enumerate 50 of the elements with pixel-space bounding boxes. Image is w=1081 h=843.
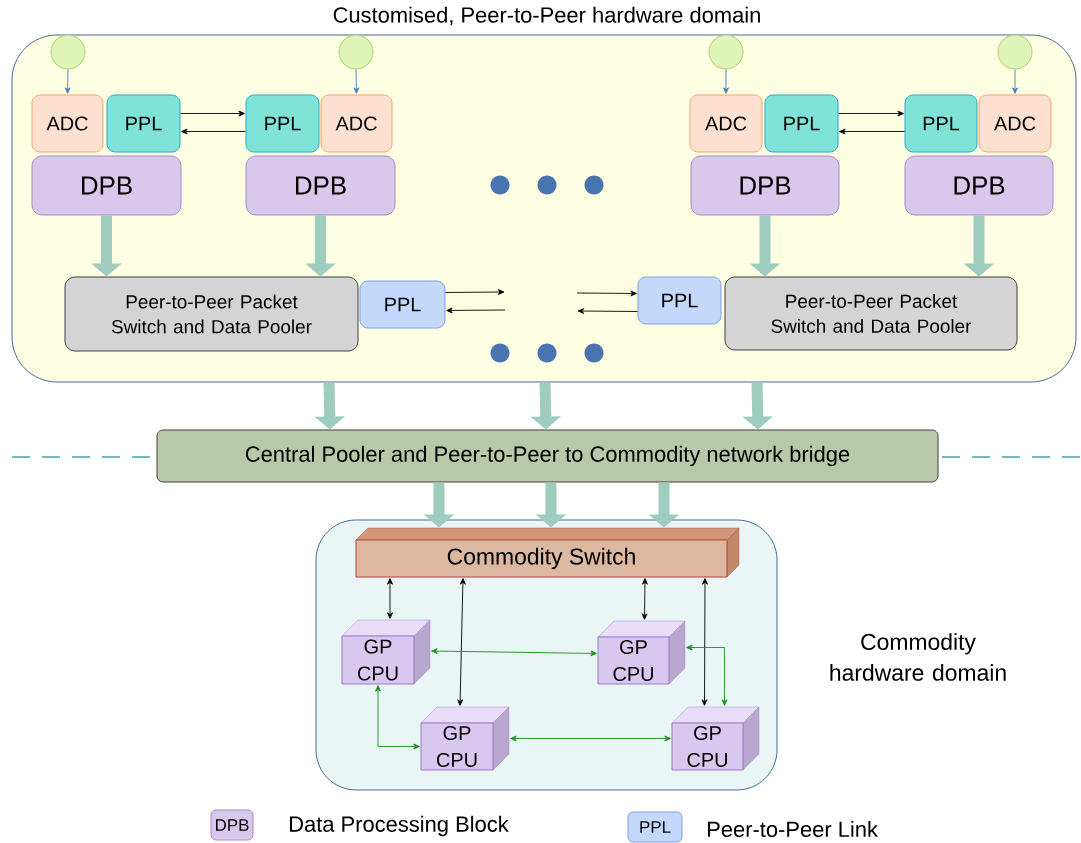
arrow [446, 307, 506, 314]
arrow [839, 128, 905, 135]
switch-bar: Commodity Switch [355, 527, 740, 578]
switch-box: Peer-to-Peer Packet Switch and Data Pooler [724, 276, 1018, 351]
arrow [353, 69, 360, 94]
converter-box: ADC [978, 94, 1052, 153]
input-circle [997, 34, 1033, 70]
arrow [577, 308, 638, 314]
converter-box: ADC [31, 94, 104, 153]
double-arrow [457, 578, 466, 706]
processing-block: DPB [904, 155, 1054, 216]
link-box: PPL [106, 94, 181, 153]
double-arrow [375, 685, 420, 750]
input-circle [708, 34, 744, 70]
arrow [64, 69, 71, 94]
cpu-cube: GP CPU [341, 619, 431, 685]
arrow [445, 289, 505, 295]
input-circle [50, 34, 86, 70]
arrow [180, 110, 245, 117]
double-arrow [510, 735, 671, 742]
legend-text: Peer-to-Peer Link [708, 820, 878, 838]
arrow [1012, 69, 1018, 94]
switch-box: Peer-to-Peer Packet Switch and Data Pooler [64, 276, 359, 352]
cpu-cube: GP CPU [597, 620, 686, 685]
double-arrow [641, 578, 648, 620]
processing-block: DPB [245, 155, 396, 216]
arrow [723, 69, 729, 94]
double-arrow [701, 578, 708, 706]
double-arrow [387, 578, 393, 619]
converter-box: ADC [689, 94, 763, 153]
link-box: PPL [245, 94, 320, 153]
cpu-cube: GP CPU [420, 706, 510, 771]
link-box: PPL [764, 94, 839, 153]
link-box: PPL [637, 276, 722, 325]
cpu-cube: GP CPU [671, 706, 760, 771]
double-arrow [431, 648, 597, 657]
arrow [181, 128, 246, 135]
input-circle [338, 34, 374, 70]
arrow [576, 290, 637, 297]
processing-block: DPB [690, 155, 840, 216]
panel-heading: Commodity hardware domain [830, 633, 1006, 681]
panel-heading: Customised, Peer-to-Peer hardware domain [333, 6, 760, 26]
link-box: PPL [359, 280, 446, 329]
bridge-bar: Central Pooler and Peer-to-Peer to Commodity network bridge [156, 429, 939, 483]
converter-box: ADC [320, 94, 393, 153]
processing-block: DPB [31, 155, 182, 216]
legend-text: Data Processing Block [290, 815, 509, 837]
arrow [838, 110, 904, 117]
link-box: PPL [904, 94, 978, 153]
double-arrow [686, 644, 728, 706]
